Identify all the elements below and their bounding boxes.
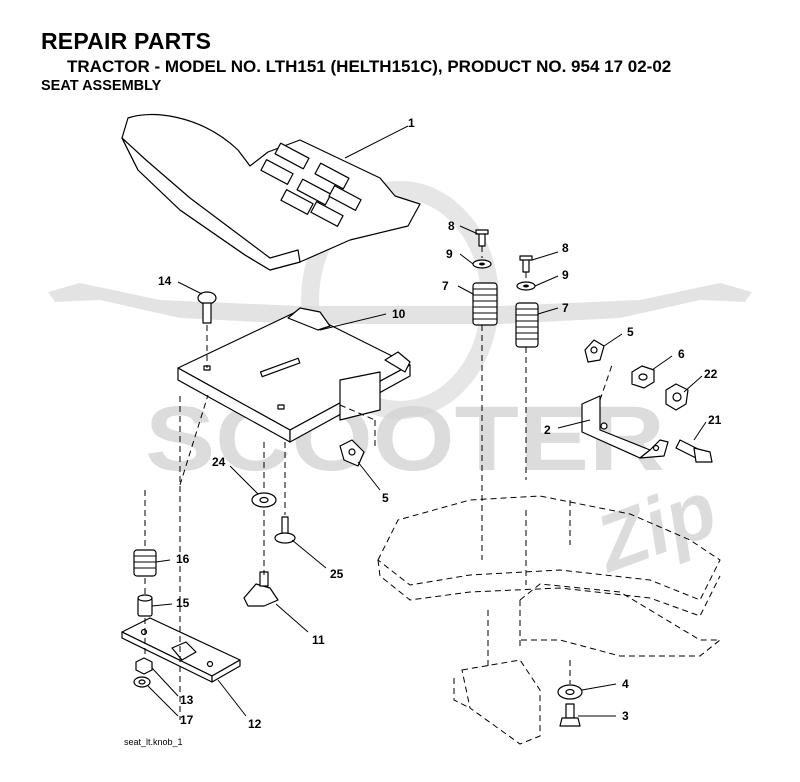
- clip-lower: [339, 439, 365, 467]
- section-title: SEAT ASSEMBLY: [41, 78, 162, 94]
- seat-knob: [243, 571, 279, 607]
- callout-24: 24: [212, 455, 226, 469]
- watermark-handlebar: [48, 283, 752, 324]
- seat-cushion: [121, 113, 421, 271]
- lock-nut: [665, 383, 689, 411]
- callout-17: 17: [180, 713, 194, 727]
- drawing-id: seat_lt.knob_1: [124, 737, 183, 747]
- callout-6: 6: [678, 347, 685, 361]
- callout-22: 22: [704, 367, 718, 381]
- callout-13: 13: [180, 693, 194, 707]
- callout-25: 25: [330, 567, 344, 581]
- seat-slide-rail: [121, 617, 241, 683]
- leader-lines: [147, 125, 707, 717]
- bottom-bolt: [559, 703, 581, 727]
- callout-8-right: 8: [562, 241, 569, 255]
- alignment-lines: [144, 246, 613, 684]
- watermark: SCOOTER Zip: [48, 181, 752, 589]
- callout-7-left: 7: [442, 279, 449, 293]
- callout-21: 21: [708, 413, 722, 427]
- shoulder-bolt-small: [274, 516, 296, 544]
- callout-7-right: 7: [562, 301, 569, 315]
- callout-5-lower: 5: [382, 491, 389, 505]
- seat-bracket: [581, 395, 669, 459]
- bottom-washer: [557, 684, 583, 700]
- callout-5-upper: 5: [627, 325, 634, 339]
- lock-washer: [133, 676, 151, 688]
- flat-washer: [251, 492, 277, 508]
- callout-16: 16: [176, 552, 190, 566]
- callout-9-left: 9: [446, 247, 453, 261]
- shoulder-bolt: [675, 439, 713, 463]
- callout-14: 14: [158, 274, 172, 288]
- spacer-bushing: [137, 594, 153, 617]
- carriage-bolt: [197, 291, 217, 324]
- callout-11: 11: [312, 633, 325, 647]
- callout-15: 15: [176, 596, 190, 610]
- callout-numbers: 1 14 10 8 9 7 8 9 7 5 6 22 2 21 24 5 16 …: [124, 116, 722, 747]
- page-title: REPAIR PARTS: [41, 28, 212, 54]
- callout-3: 3: [622, 709, 629, 723]
- callout-2: 2: [544, 423, 551, 437]
- callout-8-left: 8: [448, 219, 455, 233]
- seat-pan: [177, 307, 411, 443]
- spring-bolt-right: [516, 255, 536, 291]
- callout-12: 12: [248, 717, 262, 731]
- callout-9-right: 9: [562, 268, 569, 282]
- tractor-frame: [179, 396, 722, 745]
- model-subtitle: TRACTOR - MODEL NO. LTH151 (HELTH151C), …: [67, 57, 672, 76]
- spring-left: [472, 282, 498, 326]
- callout-1: 1: [408, 116, 415, 130]
- knob-spring: [133, 549, 157, 577]
- clip-upper: [584, 339, 605, 363]
- spring-right: [515, 302, 539, 348]
- callout-4: 4: [622, 677, 629, 691]
- hex-nut-small: [135, 657, 153, 675]
- callout-10: 10: [392, 307, 406, 321]
- hex-nut: [631, 365, 655, 389]
